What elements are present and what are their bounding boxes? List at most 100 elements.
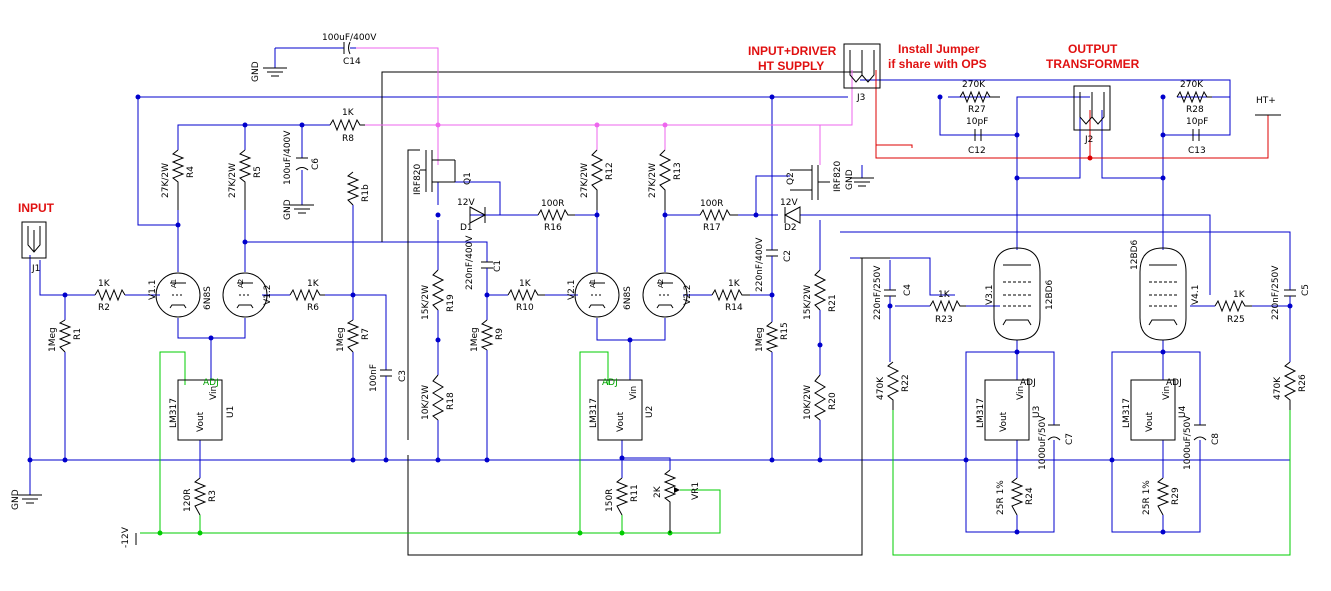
gnd-label-3: GND: [283, 199, 293, 220]
r15-value: 1Meg: [755, 327, 765, 352]
tube-v2-2: [642, 272, 688, 318]
gnd-label-1: GND: [11, 489, 21, 510]
r6-ref: R6: [307, 303, 319, 313]
ground-symbols: [18, 67, 1281, 545]
v3-1-ref: V3.1: [985, 285, 995, 305]
jumper-label-2: if share with OPS: [888, 57, 987, 71]
r3-ref: R3: [208, 490, 218, 502]
u1-type: LM317: [169, 398, 179, 428]
regulator-u1: [177, 379, 223, 441]
v3-1-type: 12BD6: [1045, 279, 1055, 310]
c5-ref: C5: [1301, 284, 1311, 296]
u4-adj: ADJ: [1166, 378, 1182, 388]
u1-vout: Vout: [196, 411, 206, 432]
r27-ref: R27: [968, 105, 986, 115]
r7-value: 1Meg: [336, 327, 346, 352]
junction-dots: [27, 94, 1293, 535]
r11-value: 150R: [605, 489, 615, 512]
r14-value: 1K: [728, 279, 741, 289]
u3-vin: Vin: [1016, 386, 1026, 400]
c13-value: 10pF: [1186, 117, 1208, 127]
r3-value: 120R: [183, 489, 193, 512]
blue-wires: [29, 79, 1291, 533]
r1-ref: R1: [73, 328, 83, 340]
j1-label: J1: [31, 264, 40, 274]
c2-value: 220nF/400V: [755, 237, 765, 292]
regulator-u3: [984, 379, 1030, 441]
r17-ref: R17: [703, 223, 721, 233]
u4-type: LM317: [1122, 398, 1132, 428]
c12-ref: C12: [968, 146, 986, 156]
tube-v1-2: [222, 272, 268, 318]
c6-value: 100uF/400V: [283, 130, 293, 185]
r24-ref: R24: [1025, 487, 1035, 505]
tube-v2-1: [574, 272, 620, 318]
r17-value: 100R: [700, 199, 723, 209]
d2-value: 12V: [780, 198, 798, 208]
u3-ref: U3: [1032, 406, 1042, 418]
v4-1-ref: V4.1: [1191, 285, 1201, 305]
r29-ref: R29: [1171, 487, 1181, 505]
c7-value: 1000uF/50V: [1038, 415, 1048, 470]
r22-ref: R22: [901, 374, 911, 392]
u1-ref: U1: [226, 406, 236, 418]
d1-ref: D1: [460, 223, 473, 233]
r29-value: 25R 1%: [1142, 480, 1152, 515]
v1-2-a2: A2: [237, 279, 245, 288]
q2-type: IRF820: [833, 160, 843, 192]
u3-vout: Vout: [999, 411, 1009, 432]
r5-ref: R5: [253, 166, 263, 178]
r9-ref: R9: [495, 328, 505, 340]
c14-value: 100uF/400V: [322, 33, 377, 43]
green-junction-dots: [157, 530, 673, 536]
r21-value: 15K/2W: [803, 285, 813, 320]
r12-ref: R12: [605, 162, 615, 180]
r18-ref: R18: [446, 392, 456, 410]
r2-ref: R2: [98, 303, 110, 313]
r12-value: 27K/2W: [580, 163, 590, 198]
u2-vout: Vout: [616, 411, 626, 432]
v4-1-type: 12BD6: [1130, 239, 1140, 270]
r25-value: 1K: [1233, 290, 1246, 300]
u2-ref: U2: [645, 406, 655, 418]
r4-value: 27K/2W: [161, 163, 171, 198]
c3-ref: C3: [398, 370, 408, 382]
r10-value: 1K: [519, 279, 532, 289]
ht-plus-label: HT+: [1256, 96, 1276, 106]
c2-ref: C2: [783, 250, 793, 262]
r6-value: 1K: [307, 279, 320, 289]
jumper-label-1: Install Jumper: [898, 42, 980, 56]
label-texts: INPUT INPUT+DRIVER HT SUPPLY Install Jum…: [18, 33, 1276, 388]
r16-ref: R16: [544, 223, 562, 233]
u4-vout: Vout: [1145, 411, 1155, 432]
r8-ref: R8: [342, 134, 354, 144]
c1-ref: C1: [493, 260, 503, 272]
v2-2-ref: V2.2: [683, 285, 693, 305]
connector-j2: [1073, 85, 1111, 131]
c13-ref: C13: [1188, 146, 1206, 156]
c3-value: 100nF: [369, 364, 379, 392]
c4-ref: C4: [903, 284, 913, 296]
r13-value: 27K/2W: [648, 163, 658, 198]
q1-type: IRF820: [413, 163, 423, 195]
black-wires: [381, 60, 890, 556]
r22-value: 470K: [876, 376, 886, 400]
vr1-ref: VR1: [691, 482, 701, 500]
u1-adj: ADJ: [203, 378, 219, 388]
q1-ref: Q1: [463, 172, 473, 185]
r28-value: 270K: [1180, 80, 1204, 90]
r20-ref: R20: [828, 392, 838, 410]
r19-ref: R19: [446, 294, 456, 312]
r18-value: 10K/2W: [421, 385, 431, 420]
v2-1-type: 6N8S: [623, 286, 633, 310]
q2-ref: Q2: [786, 172, 796, 185]
d2-ref: D2: [784, 223, 797, 233]
r11-ref: R11: [630, 484, 640, 502]
r14-ref: R14: [725, 303, 743, 313]
r27-value: 270K: [962, 80, 986, 90]
c14-ref: C14: [343, 57, 361, 67]
r15-ref: R15: [780, 322, 790, 340]
green-wires: [140, 351, 1291, 556]
r8-value: 1K: [342, 108, 355, 118]
